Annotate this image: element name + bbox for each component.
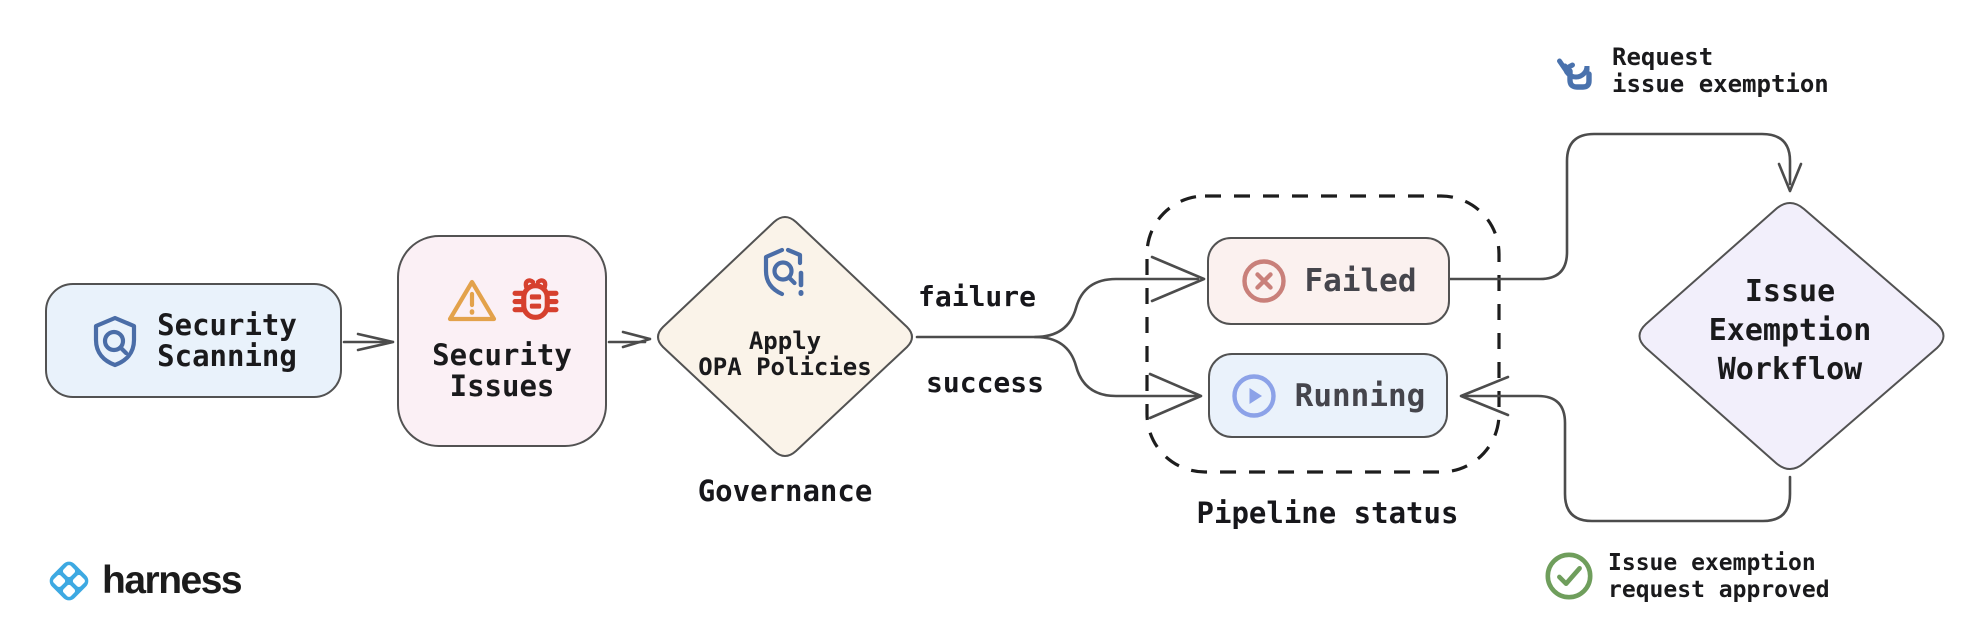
node-label-apply-opa: Apply OPA Policies <box>698 327 872 381</box>
shield-alert-icon <box>761 246 809 304</box>
security-issues-icons <box>446 277 559 324</box>
node-label-security-issues: Security Issues <box>432 337 572 403</box>
node-label-failed: Failed <box>1304 263 1417 299</box>
request-exemption-text: Request issue exemption <box>1612 43 1829 98</box>
node-issue-exemption-workflow: Issue Exemption Workflow <box>1708 274 1872 387</box>
node-label-running: Running <box>1294 377 1426 414</box>
check-circle-icon <box>1543 550 1595 606</box>
tap-icon <box>1555 44 1598 102</box>
bug-icon <box>512 277 559 324</box>
node-label-security-scanning: Security Scanning <box>157 307 297 373</box>
shield-search-icon <box>90 314 140 368</box>
edge-label-success: success <box>926 366 1045 399</box>
governance-caption: Governance <box>697 474 873 508</box>
x-circle-icon <box>1241 258 1287 304</box>
node-security-scanning: Security Scanning <box>45 283 342 398</box>
node-security-issues: Security Issues <box>397 235 607 447</box>
node-apply-opa-policies: Apply OPA Policies <box>665 246 905 380</box>
request-exemption-label: Request issue exemption <box>1555 44 1829 102</box>
play-circle-icon <box>1231 373 1277 419</box>
exemption-approved-text: Issue exemption request approved <box>1608 550 1830 603</box>
harness-wordmark: harness <box>102 559 243 602</box>
edge-label-failure: failure <box>918 280 1037 313</box>
pipeline-status-caption: Pipeline status <box>1196 496 1459 530</box>
exemption-approved-label: Issue exemption request approved <box>1543 550 1830 606</box>
harness-brand: harness <box>46 558 243 604</box>
harness-logo-icon <box>46 558 92 604</box>
node-running: Running <box>1208 353 1448 438</box>
node-failed: Failed <box>1207 237 1450 325</box>
warning-triangle-icon <box>446 277 498 324</box>
